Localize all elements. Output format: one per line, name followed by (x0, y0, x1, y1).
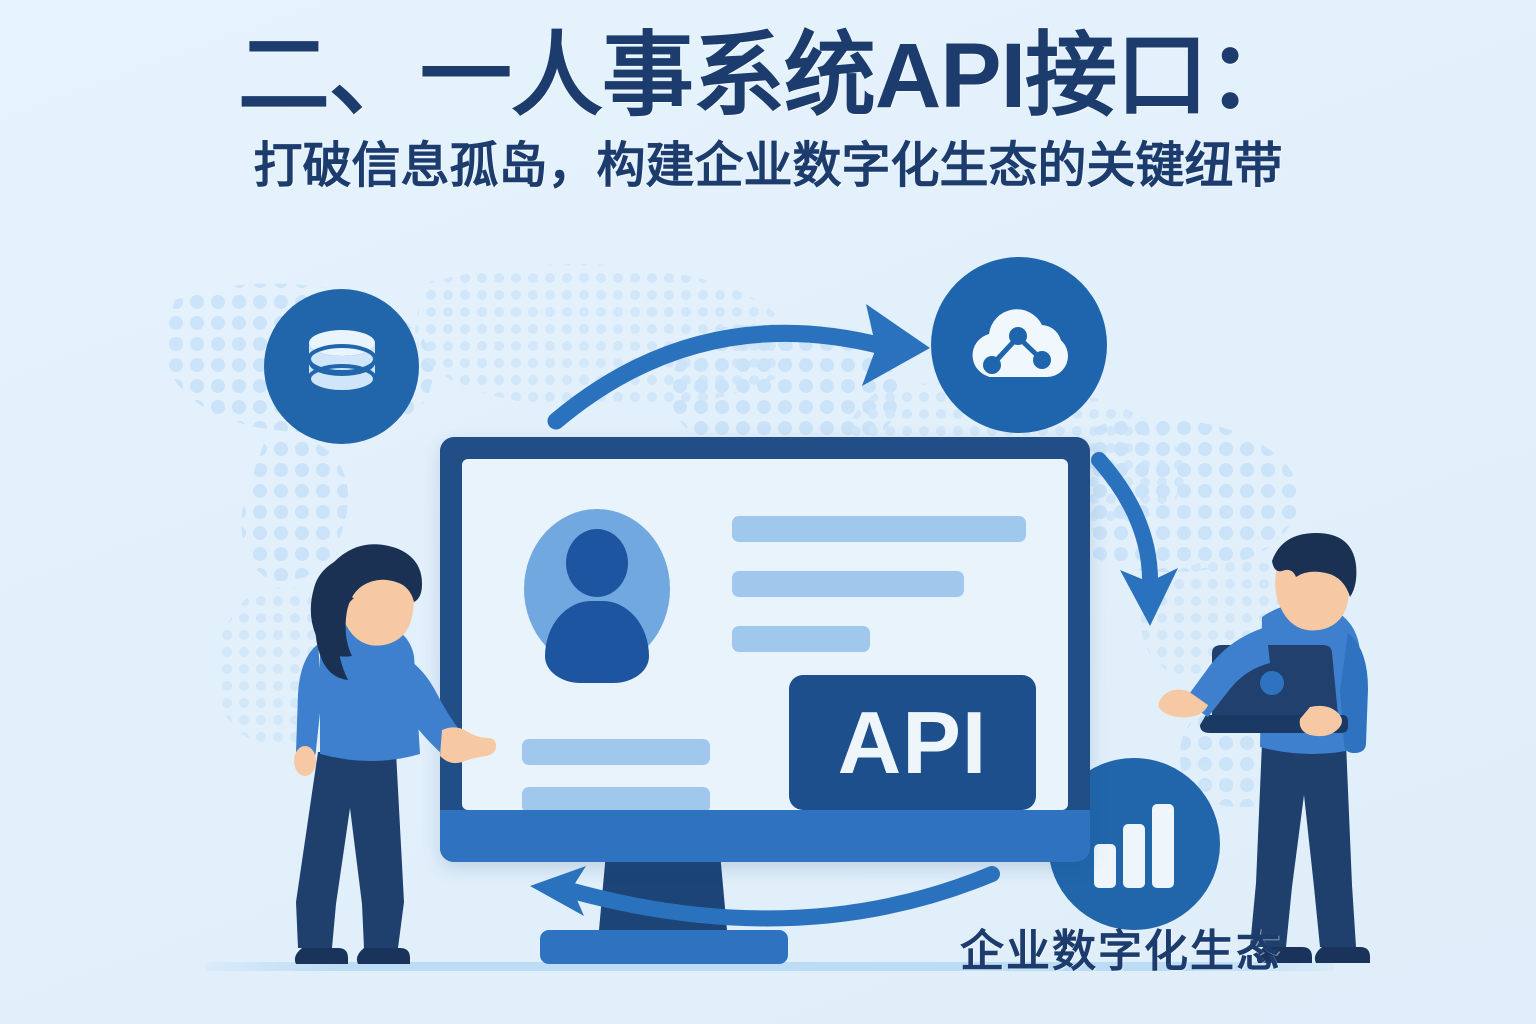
ground-line (205, 962, 1335, 971)
page-subtitle: 打破信息孤岛，构建企业数字化生态的关键纽带 (253, 138, 1283, 193)
database-icon-glyph (306, 329, 377, 394)
api-badge-label: API (837, 692, 988, 792)
api-badge: API (789, 675, 1036, 810)
placeholder-bar (522, 787, 710, 810)
cloud-network-icon (931, 257, 1107, 433)
avatar-head (566, 529, 628, 597)
placeholder-bar (522, 739, 710, 765)
monitor-stand-base (540, 930, 788, 964)
avatar-body (545, 601, 649, 683)
page-title: 二、一人事系统API接口： (237, 25, 1299, 127)
person-woman-pointing (294, 544, 496, 964)
caption-text: 企业数字化生态 (960, 927, 1282, 976)
placeholder-bar (732, 516, 1026, 542)
placeholder-bar (732, 626, 870, 652)
curved-arrow-db-to-cloud (547, 304, 930, 430)
person-man-with-laptop (1158, 533, 1370, 963)
employee-avatar (524, 509, 670, 683)
bar-chart-glyph (1094, 804, 1174, 888)
monitor-screen: API (462, 459, 1068, 810)
monitor-frame: API (440, 437, 1090, 862)
curved-arrow-chart-to-monitor (530, 866, 1000, 927)
database-icon (264, 289, 419, 444)
placeholder-bar (732, 571, 964, 597)
monitor-stand-neck (598, 855, 728, 941)
heading-block: 二、一人事系统API接口： 打破信息孤岛，构建企业数字化生态的关键纽带 (0, 25, 1536, 194)
monitor-chin (440, 810, 1090, 862)
cloud-network-glyph (972, 309, 1068, 377)
